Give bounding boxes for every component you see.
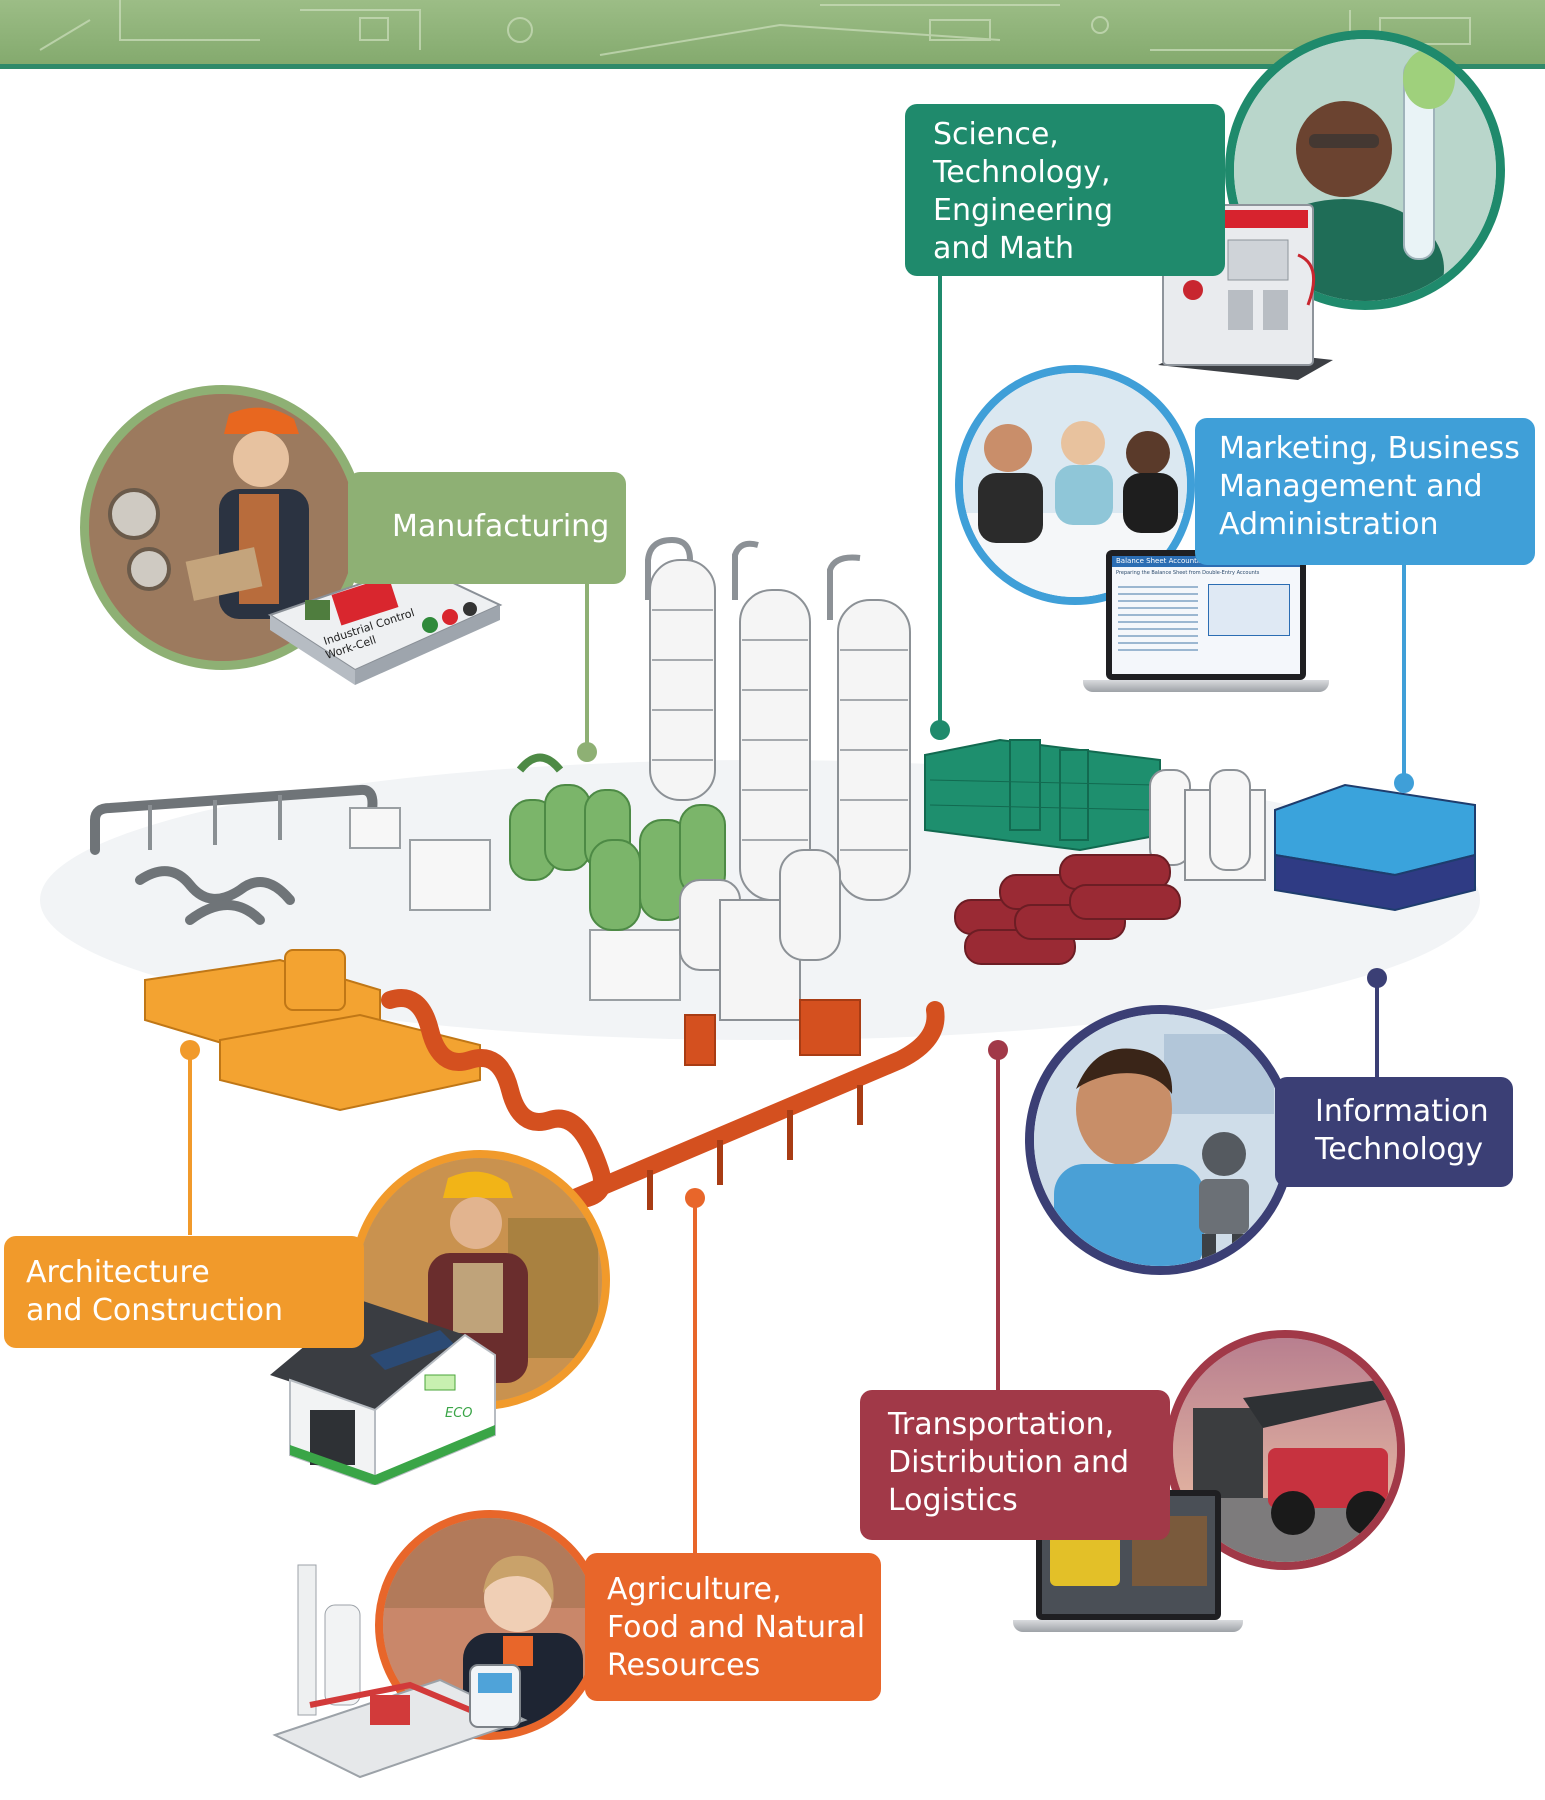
architecture-label-line: Architecture <box>26 1255 210 1290</box>
transportation-connector <box>996 1052 1000 1392</box>
agriculture-connector-dot <box>685 1188 705 1208</box>
industrial-workcell: Industrial Control Work-Cell <box>265 545 505 715</box>
agriculture-label-line: Resources <box>607 1648 761 1683</box>
house-eco-text: ECO <box>445 1406 473 1421</box>
laptop-display: Balance Sheet Accounting Preparing the B… <box>1112 556 1300 674</box>
laptop-base <box>1083 680 1329 692</box>
worker-icon <box>89 394 356 661</box>
it-label-line: Information <box>1315 1094 1489 1129</box>
it-connector-dot <box>1367 968 1387 988</box>
transportation-label-line: Transportation, <box>888 1407 1115 1442</box>
manufacturing-connector <box>585 580 589 750</box>
stem-connector-dot <box>930 720 950 740</box>
marketing-label-line: Management and <box>1219 469 1483 504</box>
header-banner <box>0 0 1545 69</box>
lab-equipment-icon <box>272 1564 528 1779</box>
transportation-label[interactable]: Transportation, Distribution and Logisti… <box>860 1390 1170 1540</box>
stem-label-line: Technology, <box>933 155 1111 190</box>
logistics-laptop-base <box>1013 1620 1243 1632</box>
manufacturing-connector-dot <box>577 742 597 762</box>
laptop-screen: Balance Sheet Accounting Preparing the B… <box>1106 550 1306 680</box>
agriculture-connector <box>693 1200 697 1555</box>
stem-label-line: Engineering <box>933 193 1113 228</box>
laptop-table <box>1208 584 1290 636</box>
manufacturing-photo <box>80 385 365 670</box>
architecture-connector <box>188 1050 192 1235</box>
marketing-label-line: Marketing, Business <box>1219 431 1520 466</box>
transportation-label-line: Distribution and <box>888 1445 1129 1480</box>
laptop-subtitle: Preparing the Balance Sheet from Double-… <box>1116 570 1260 576</box>
marketing-label[interactable]: Marketing, Business Management and Admin… <box>1195 418 1535 565</box>
agriculture-label-line: Agriculture, <box>607 1572 782 1607</box>
it-label[interactable]: Information Technology <box>1275 1077 1513 1187</box>
stem-photo <box>1225 30 1505 310</box>
it-photo <box>1025 1005 1295 1275</box>
marketing-connector <box>1402 560 1406 780</box>
scientist-icon <box>1234 39 1496 301</box>
transportation-label-line: Logistics <box>888 1483 1018 1518</box>
accounting-laptop: Balance Sheet Accounting Preparing the B… <box>1078 550 1336 700</box>
stem-label-line: Science, <box>933 117 1059 152</box>
student-robot-icon <box>1034 1014 1286 1266</box>
stem-connector <box>938 272 942 727</box>
marketing-label-line: Administration <box>1219 507 1439 542</box>
it-label-line: Technology <box>1315 1132 1484 1167</box>
stem-label-line: and Math <box>933 231 1075 266</box>
manufacturing-label[interactable]: Manufacturing <box>348 472 626 584</box>
process-control-model <box>270 1545 530 1780</box>
architecture-label[interactable]: Architecture and Construction <box>4 1236 364 1348</box>
manufacturing-label-line: Manufacturing <box>392 509 610 544</box>
stem-label[interactable]: Science, Technology, Engineering and Mat… <box>905 104 1225 276</box>
workcell-icon: Industrial Control Work-Cell <box>267 563 503 685</box>
it-connector <box>1375 980 1379 1080</box>
agriculture-label-line: Food and Natural <box>607 1610 866 1645</box>
agriculture-label[interactable]: Agriculture, Food and Natural Resources <box>585 1553 881 1701</box>
transportation-connector-dot <box>988 1040 1008 1060</box>
architecture-connector-dot <box>180 1040 200 1060</box>
laptop-text-block <box>1118 586 1198 656</box>
marketing-connector-dot <box>1394 773 1414 793</box>
architecture-label-line: and Construction <box>26 1293 283 1328</box>
